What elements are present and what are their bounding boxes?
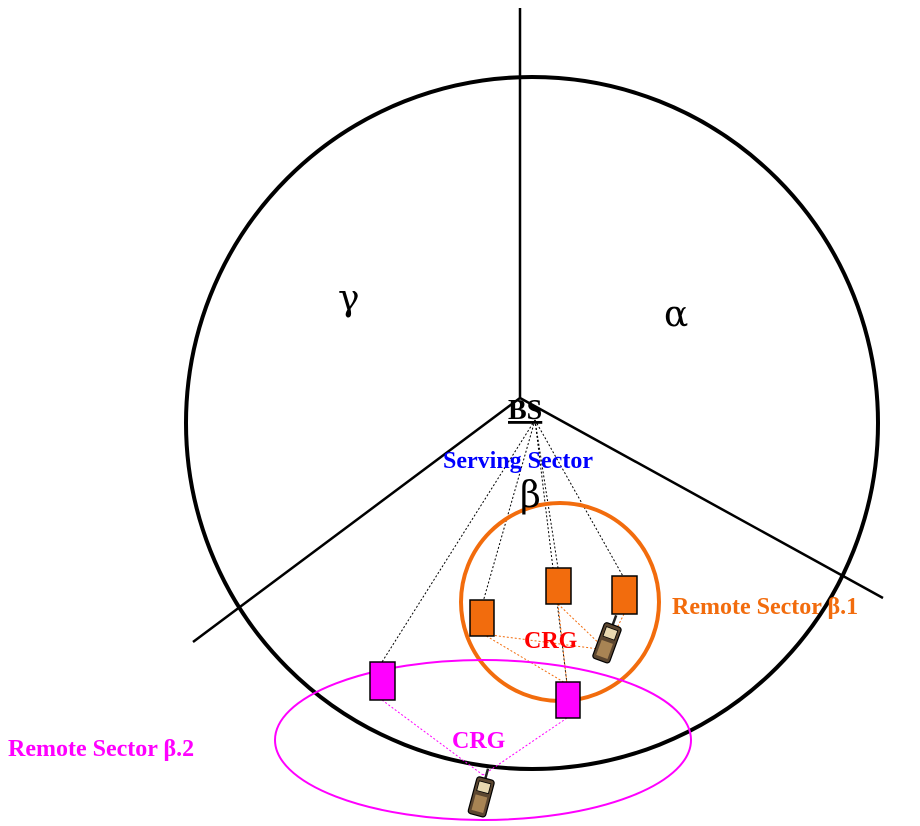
crg-1-label: CRG xyxy=(524,628,578,654)
mobile-phone-icon xyxy=(592,614,622,664)
remote-sector-2-label: Remote Sector β.2 xyxy=(8,736,194,762)
remote-sector-1-label: Remote Sector β.1 xyxy=(672,594,858,620)
mobile-phone-icon xyxy=(467,768,495,818)
sector-line-right xyxy=(519,396,884,600)
serving-sector-label: Serving Sector xyxy=(443,448,593,474)
bs-label: BS xyxy=(508,395,542,426)
antenna-remote1 xyxy=(611,575,638,615)
antenna-remote2 xyxy=(555,681,581,719)
crg2-links xyxy=(381,699,568,776)
crg-2-label: CRG xyxy=(452,728,506,754)
sector-beta-label: β xyxy=(520,475,541,516)
remote-sector-2-boundary xyxy=(274,659,692,821)
sector-gamma-label: γ xyxy=(338,278,360,319)
sector-alpha-label: α xyxy=(664,294,688,335)
sector-line-left xyxy=(192,396,521,644)
antenna-remote1 xyxy=(545,567,572,605)
antenna-remote2 xyxy=(369,661,396,701)
cell-boundary xyxy=(184,75,880,771)
antenna-remote1 xyxy=(469,599,495,637)
